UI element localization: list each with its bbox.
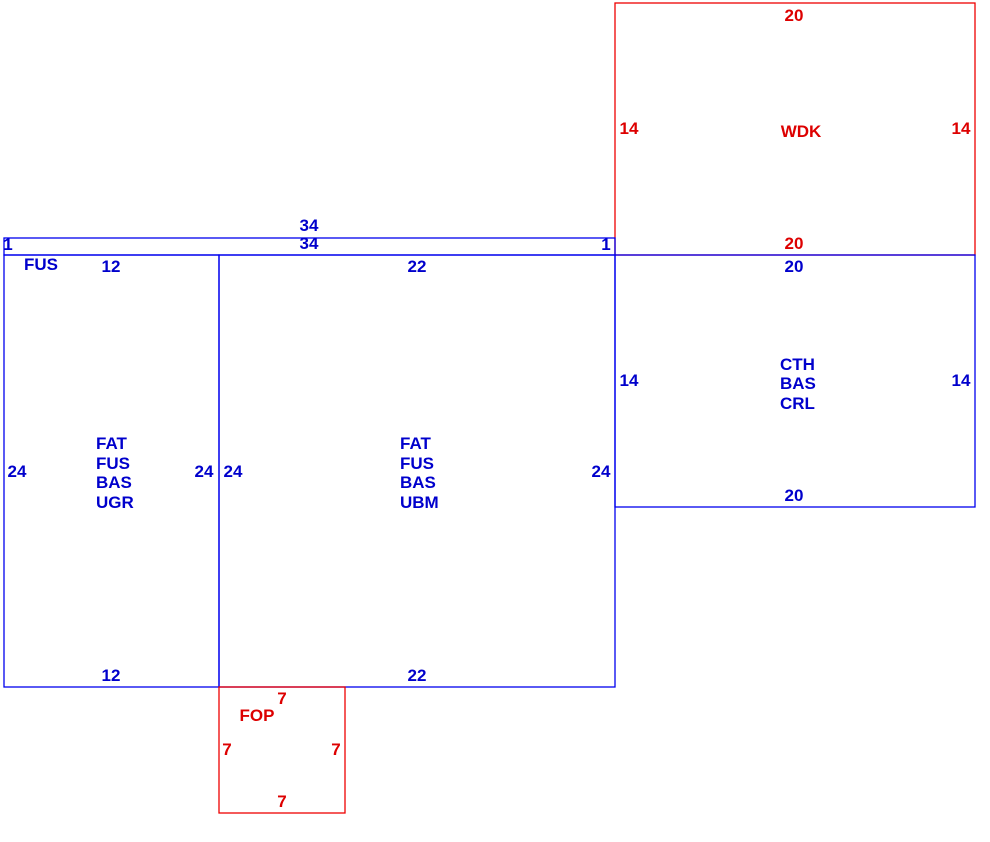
fus-area-label: FUS xyxy=(24,255,58,274)
cth-left-dimension: 14 xyxy=(620,371,639,390)
wdk-right-dimension: 14 xyxy=(952,119,971,138)
fop-bottom-dimension: 7 xyxy=(277,792,286,811)
fop-left-dimension: 7 xyxy=(222,740,231,759)
ugr-right-dimension: 24 xyxy=(195,462,214,481)
ubm-right-dimension: 24 xyxy=(592,462,611,481)
strip-inner-dimension: 34 xyxy=(300,234,319,253)
wdk-area-label: WDK xyxy=(781,122,822,141)
cth-top-dimension: 20 xyxy=(785,257,804,276)
strip-left-dimension: 1 xyxy=(3,235,12,254)
cth-code-label: BAS xyxy=(780,374,816,393)
ubm-code-label: FAT xyxy=(400,434,431,453)
wdk-left-dimension: 14 xyxy=(620,119,639,138)
fop-area-outline xyxy=(218,686,346,814)
fop-area-label: FOP xyxy=(240,706,275,725)
ugr-left-dimension: 24 xyxy=(8,462,27,481)
ubm-bottom-dimension: 22 xyxy=(408,666,427,685)
strip-top-dimension: 34 xyxy=(300,216,319,235)
cth-area-outline xyxy=(614,254,976,508)
ubm-code-label: UBM xyxy=(400,493,439,512)
wdk-top-dimension: 20 xyxy=(785,6,804,25)
strip-right-dimension: 1 xyxy=(601,235,610,254)
ugr-bottom-dimension: 12 xyxy=(102,666,121,685)
cth-code-label: CRL xyxy=(780,394,815,413)
fop-right-dimension: 7 xyxy=(331,740,340,759)
ugr-top-dimension: 12 xyxy=(102,257,121,276)
ugr-code-label: FAT xyxy=(96,434,127,453)
cth-area-codes: CTH BAS CRL xyxy=(780,355,816,413)
cth-bottom-dimension: 20 xyxy=(785,486,804,505)
ubm-area-codes: FAT FUS BAS UBM xyxy=(400,434,439,512)
ugr-code-label: BAS xyxy=(96,473,132,492)
ubm-top-dimension: 22 xyxy=(408,257,427,276)
ubm-left-dimension: 24 xyxy=(224,462,243,481)
ugr-code-label: UGR xyxy=(96,493,134,512)
ugr-code-label: FUS xyxy=(96,454,130,473)
fop-top-dimension: 7 xyxy=(277,689,286,708)
ubm-code-label: BAS xyxy=(400,473,436,492)
wdk-bottom-dimension: 20 xyxy=(785,234,804,253)
cth-right-dimension: 14 xyxy=(952,371,971,390)
cth-code-label: CTH xyxy=(780,355,815,374)
ubm-code-label: FUS xyxy=(400,454,434,473)
ugr-area-codes: FAT FUS BAS UGR xyxy=(96,434,134,512)
